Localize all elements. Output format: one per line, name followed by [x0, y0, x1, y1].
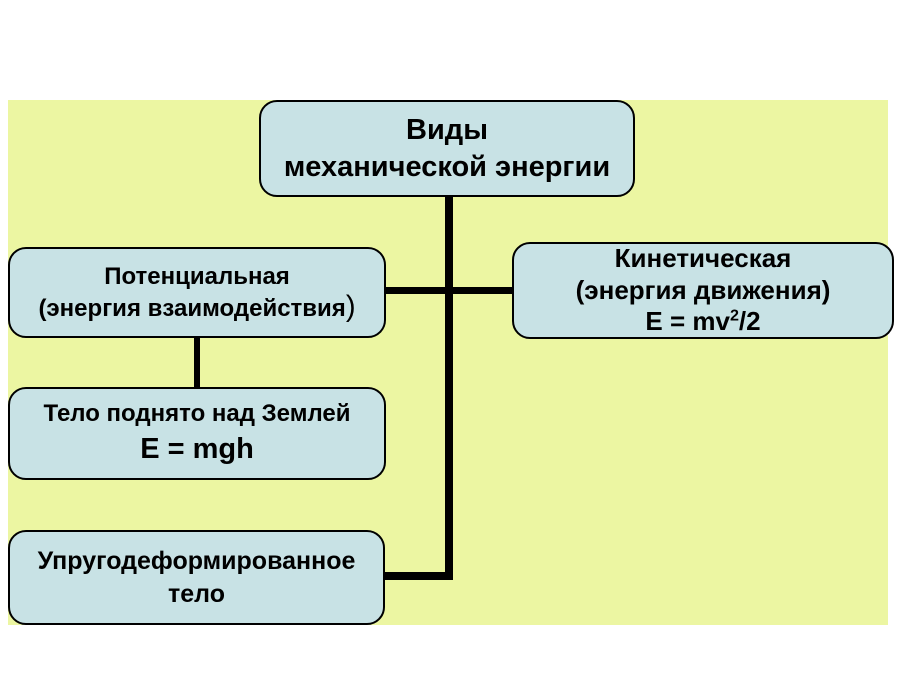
node-elastic-body: Упругодеформированное тело — [8, 530, 385, 625]
node-potential-line2-text: (энергия взаимодействия — [38, 294, 346, 322]
kinetic-formula-superscript: 2 — [729, 306, 739, 325]
node-potential-line2-paren: ) — [345, 289, 356, 323]
connector-elastic-trunk — [384, 572, 453, 580]
node-elastic-body-line2: тело — [168, 579, 225, 608]
node-raised-body: Тело поднято над Землей E = mgh — [8, 387, 386, 480]
node-elastic-body-line1: Упругодеформированное — [37, 547, 356, 575]
kinetic-formula-base: E = mv — [645, 306, 730, 337]
node-potential-line1: Потенциальная — [104, 262, 290, 290]
node-potential-line2: (энергия взаимодействия) — [38, 289, 356, 325]
node-title-line2: механической энергии — [283, 150, 611, 183]
connector-potential-kinetic — [385, 287, 513, 294]
node-kinetic-formula: E = mv2/2 — [645, 306, 760, 338]
node-kinetic-line1: Кинетическая — [614, 242, 792, 273]
node-raised-body-line1: Тело поднято над Землей — [43, 400, 351, 428]
kinetic-formula-tail: /2 — [738, 306, 761, 337]
node-kinetic: Кинетическая (энергия движения) E = mv2/… — [512, 242, 894, 339]
connector-potential-raised — [194, 336, 200, 389]
node-title-line1: Виды — [406, 114, 488, 147]
node-raised-body-formula: E = mgh — [140, 433, 254, 466]
connector-title-vertical — [445, 195, 453, 580]
node-potential: Потенциальная (энергия взаимодействия) — [8, 247, 386, 338]
node-title: Виды механической энергии — [259, 100, 635, 197]
node-kinetic-line2: (энергия движения) — [575, 274, 831, 305]
